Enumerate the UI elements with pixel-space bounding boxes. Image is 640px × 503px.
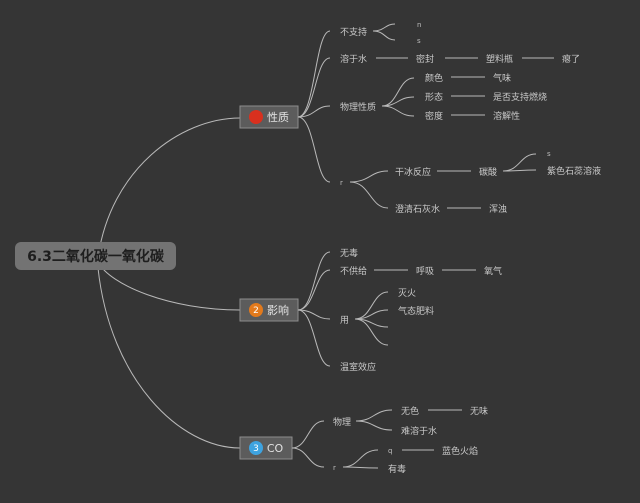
node-b3-b: r bbox=[333, 464, 336, 472]
connector-b1-a bbox=[297, 30, 331, 118]
node-b1-d1: 干冰反应 bbox=[395, 166, 431, 178]
root-label: 6.3二氧化碳一氧化碳 bbox=[27, 248, 165, 265]
connector-b1-d1 bbox=[349, 170, 389, 183]
connector-b1-b bbox=[297, 57, 331, 118]
node-b1-c1a: 气味 bbox=[493, 72, 511, 84]
node-b1-d: r bbox=[340, 179, 343, 187]
connector-b3-b2 bbox=[342, 466, 379, 469]
node-b1-b3: 瘪了 bbox=[562, 53, 580, 65]
connector-root-branch3 bbox=[97, 267, 241, 449]
branch-2-label: 影响 bbox=[267, 304, 289, 317]
connector-b1-d bbox=[297, 116, 331, 183]
node-b1-b1: 密封 bbox=[416, 53, 434, 65]
branch-properties[interactable]: 性质 bbox=[239, 105, 299, 129]
node-b1-d1b: s bbox=[547, 150, 551, 158]
node-b2-a: 无毒 bbox=[340, 247, 358, 259]
node-b1-b: 溶于水 bbox=[340, 53, 367, 65]
node-b3-b1a: 蓝色火焰 bbox=[442, 445, 478, 457]
node-b1-d1c: 紫色石蕊溶液 bbox=[547, 165, 601, 177]
branch-co[interactable]: 3 CO bbox=[239, 436, 293, 460]
node-b2-b2: 氧气 bbox=[484, 265, 502, 277]
connector-b3-a1 bbox=[355, 409, 393, 422]
connector-b1-a1 bbox=[372, 23, 396, 32]
node-b1-c: 物理性质 bbox=[340, 101, 376, 113]
connector-b2-d bbox=[297, 309, 331, 367]
connector-b1-c3 bbox=[381, 105, 415, 117]
connector-b2-c4 bbox=[354, 318, 389, 346]
badge-2 bbox=[249, 303, 263, 317]
connector-b2-c bbox=[297, 309, 331, 320]
node-b2-b: 不供给 bbox=[340, 265, 367, 277]
node-b3-b2: 有毒 bbox=[388, 463, 406, 475]
connector-b2-c1 bbox=[354, 291, 389, 320]
node-b1-c3a: 溶解性 bbox=[493, 110, 520, 122]
node-b3-a: 物理 bbox=[333, 416, 351, 428]
branch-3-label: CO bbox=[267, 442, 284, 455]
badge-3 bbox=[249, 441, 263, 455]
connector-b1-c bbox=[297, 105, 331, 118]
connector-b1-d1c bbox=[502, 169, 537, 172]
node-b2-c1: 灭火 bbox=[398, 288, 416, 299]
node-b2-c2: 气态肥料 bbox=[398, 305, 434, 317]
node-b1-c2: 形态 bbox=[425, 91, 443, 103]
node-b1-d2a: 浑浊 bbox=[489, 203, 507, 215]
node-b3-a1: 无色 bbox=[401, 405, 419, 417]
connector-root-branch1 bbox=[97, 117, 241, 259]
node-b1-a: 不支持 bbox=[340, 26, 367, 38]
connector-b3-a bbox=[291, 420, 325, 449]
connector-b1-d2 bbox=[349, 181, 389, 209]
node-b1-c2a: 是否支持燃烧 bbox=[493, 91, 547, 103]
node-b1-d1a: 碳酸 bbox=[479, 166, 497, 178]
node-b2-c: 用 bbox=[340, 315, 349, 326]
badge-1 bbox=[249, 110, 263, 124]
node-b2-d: 温室效应 bbox=[340, 361, 376, 373]
connector-b3-a2 bbox=[355, 420, 393, 431]
connector-b1-d1b bbox=[502, 153, 537, 172]
connector-b2-a bbox=[297, 251, 331, 311]
connector-b1-c1 bbox=[381, 77, 415, 107]
root-node[interactable]: 6.3二氧化碳一氧化碳 bbox=[15, 242, 176, 270]
connector-b3-b bbox=[291, 447, 325, 468]
node-b3-a1a: 无味 bbox=[470, 405, 488, 417]
badge-3-text: 3 bbox=[253, 444, 259, 454]
node-b1-a1: n bbox=[417, 21, 421, 29]
node-b1-a2: s bbox=[417, 37, 421, 45]
branch-effects[interactable]: 2 影响 bbox=[239, 298, 299, 322]
node-b1-c1: 颜色 bbox=[425, 72, 443, 84]
connector-b1-c2 bbox=[381, 96, 415, 107]
node-b1-d2: 澄清石灰水 bbox=[395, 203, 440, 215]
node-b3-b1: q bbox=[388, 447, 392, 455]
connector-b3-b1 bbox=[342, 449, 379, 468]
connector-b2-b bbox=[297, 269, 331, 311]
connector-b1-a2 bbox=[372, 30, 396, 41]
node-b2-b1: 呼吸 bbox=[416, 266, 434, 277]
node-b3-a2: 难溶于水 bbox=[401, 425, 437, 437]
node-b1-b2: 塑料瓶 bbox=[486, 53, 513, 65]
node-b1-c3: 密度 bbox=[425, 110, 443, 122]
branch-1-label: 性质 bbox=[267, 110, 289, 124]
badge-2-text: 2 bbox=[253, 306, 259, 316]
